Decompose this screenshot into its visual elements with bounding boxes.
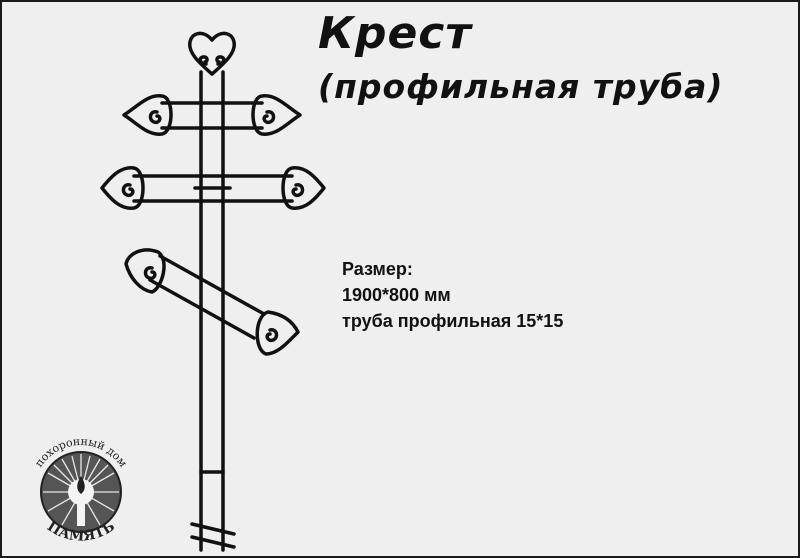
spec-block: Размер: 1900*800 мм труба профильная 15*… xyxy=(342,256,563,334)
funeral-home-logo: похоронный дом ПАМЯТЬ xyxy=(32,435,129,545)
spec-size: 1900*800 мм xyxy=(342,285,451,305)
page-subtitle: (профильная труба) xyxy=(318,67,724,106)
page-title: Крест xyxy=(318,8,472,59)
spec-pipe: труба профильная 15*15 xyxy=(342,311,564,331)
spec-label: Размер: xyxy=(342,259,413,279)
